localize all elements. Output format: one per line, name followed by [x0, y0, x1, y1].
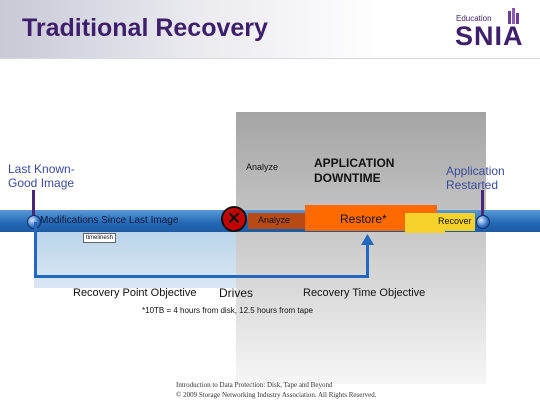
- app-restarted-label-2: Restarted: [446, 178, 499, 192]
- footer-line-2: © 2009 Storage Networking Industry Assoc…: [176, 391, 377, 399]
- recover-label: Recover: [438, 216, 472, 226]
- rpo-label: Recovery Point Objective: [73, 287, 197, 299]
- arrow-up-icon: [361, 234, 374, 245]
- logo-snia-text: SNIA: [455, 21, 524, 51]
- restore-label: Restore*: [340, 212, 387, 226]
- arrow-right-vertical: [366, 244, 369, 278]
- modifications-label: Modifications Since Last Image: [40, 215, 179, 226]
- recover-segment: [405, 213, 475, 231]
- analyze-bar-label: Analyze: [258, 215, 291, 225]
- slide-title: Traditional Recovery: [22, 14, 268, 42]
- arrow-left-vertical: [34, 222, 37, 278]
- downtime-label-1: APPLICATION: [314, 156, 395, 170]
- app-restarted-label-1: Application: [446, 164, 505, 178]
- rto-label: Recovery Time Objective: [303, 287, 426, 299]
- logo-education-text: Education: [456, 14, 492, 23]
- timeline-tooltip: timelinesh: [83, 233, 117, 243]
- downtime-panel: [236, 112, 486, 384]
- restart-dot: [476, 215, 490, 229]
- snia-logo-icon: [508, 8, 519, 24]
- last-known-label-1: Last Known-: [8, 162, 75, 176]
- downtime-label-2: DOWNTIME: [314, 171, 381, 185]
- header-divider: [0, 58, 540, 59]
- last-image-marker: [32, 190, 35, 216]
- slide-header: [0, 0, 540, 58]
- footnote: *10TB = 4 hours from disk, 12.5 hours fr…: [142, 306, 313, 315]
- restart-marker: [481, 190, 484, 216]
- drives-label: Drives: [219, 286, 254, 300]
- arrow-horizontal: [34, 275, 369, 278]
- recovery-point-panel: [34, 228, 236, 288]
- footer-line-1: Introduction to Data Protection: Disk, T…: [176, 381, 333, 389]
- stop-x-icon: ✕: [221, 206, 247, 232]
- analyze-top-label: Analyze: [246, 162, 279, 172]
- last-known-label-2: Good Image: [8, 176, 75, 190]
